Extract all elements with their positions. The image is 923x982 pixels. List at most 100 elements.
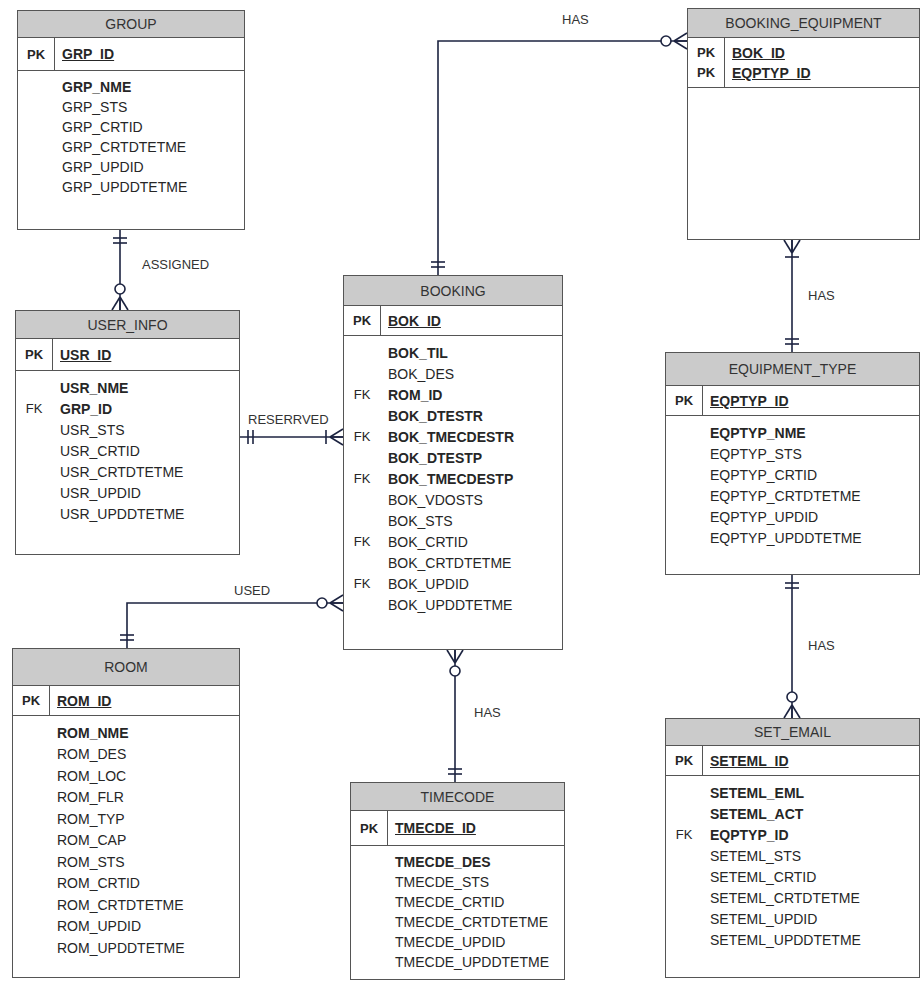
attribute-field: TMECDE_UPDDTETME — [387, 954, 549, 970]
attribute-field: USR_NME — [52, 380, 128, 396]
attribute-field: BOK_DES — [380, 366, 454, 382]
attribute-section: EQPTYP_NME EQPTYP_STS EQPTYP_CRTIDEQPTYP_C… — [666, 416, 919, 574]
attribute-field: ROM_CRTID — [49, 875, 140, 891]
column-divider — [380, 306, 381, 335]
attribute-row: EQPTYP_CRTID — [666, 464, 919, 485]
attribute-row: EQPTYP_UPDDTETME — [666, 527, 919, 548]
attribute-row: BOK_VDOSTS — [344, 489, 562, 510]
primary-key-field: TMECDE_ID — [387, 820, 476, 836]
primary-key-field: GRP_ID — [54, 46, 114, 62]
cardinality-mark — [120, 297, 128, 310]
primary-key-section: PKBOK_ID — [344, 306, 562, 336]
attribute-row: GRP_CRTDTETME — [18, 137, 244, 157]
column-divider — [54, 38, 55, 70]
primary-key-section: PKGRP_ID — [18, 38, 244, 71]
attribute-section: SETEML_EMLSETEML_ACTFKEQPTYP_IDSETEML_ST… — [666, 776, 919, 977]
attribute-row: USR_CRTID — [16, 440, 239, 461]
cardinality-mark — [120, 639, 134, 641]
cardinality-mark — [787, 692, 797, 702]
relationship-line — [119, 230, 121, 310]
relationship-connector — [784, 240, 800, 352]
cardinality-mark — [455, 650, 463, 663]
entity-name: BOOKING_EQUIPMENT — [688, 9, 919, 38]
attribute-row: FKBOK_TMECDESTP — [344, 468, 562, 489]
primary-key-section: PKEQPTYP_ID — [666, 386, 919, 416]
column-divider — [702, 386, 703, 415]
key-marker: PK — [688, 65, 724, 80]
relationship-label: USED — [232, 583, 272, 598]
attribute-row: ROM_LOC — [13, 765, 239, 787]
attribute-field: ROM_FLR — [49, 789, 124, 805]
attribute-row: FKEQPTYP_ID — [666, 824, 919, 845]
relationship-connector — [112, 230, 128, 310]
relationship-label: RESERRVED — [246, 412, 331, 427]
attribute-section: USR_NMEFKGRP_IDUSR_STSUSR_CRTIDUSR_CRTDT… — [16, 371, 239, 554]
attribute-row: EQPTYP_CRTDTETME — [666, 485, 919, 506]
cardinality-mark — [330, 603, 343, 611]
entity-name: BOOKING — [344, 276, 562, 306]
attribute-field: ROM_STS — [49, 854, 125, 870]
attribute-section: GRP_NMEGRP_STSGRP_CRTIDGRP_CRTDTETMEGRP_… — [18, 71, 244, 229]
cardinality-mark — [792, 705, 800, 718]
attribute-field: BOK_DTESTR — [380, 408, 483, 424]
relationship-label: HAS — [806, 288, 837, 303]
attribute-row: BOK_TIL — [344, 342, 562, 363]
key-marker: PK — [18, 47, 54, 62]
attribute-field: TMECDE_CRTID — [387, 894, 504, 910]
column-divider — [52, 339, 53, 370]
column-divider — [702, 746, 703, 775]
attribute-field: EQPTYP_NME — [702, 425, 806, 441]
attribute-field: EQPTYP_UPDID — [702, 509, 818, 525]
attribute-field: GRP_CRTDTETME — [54, 139, 186, 155]
relationship-line — [240, 436, 343, 438]
cardinality-mark — [113, 237, 127, 239]
attribute-row: GRP_CRTID — [18, 117, 244, 137]
attribute-section: BOK_TIL BOK_DESFKROM_ID BOK_DTESTR FKBOK_TM… — [344, 336, 562, 649]
cardinality-mark — [330, 602, 343, 604]
attribute-row: TMECDE_UPDID — [351, 932, 564, 952]
key-marker: PK — [666, 753, 702, 768]
cardinality-mark — [674, 41, 687, 49]
attribute-field: USR_CRTDTETME — [52, 464, 183, 480]
attribute-row: TMECDE_CRTID — [351, 892, 564, 912]
key-marker: FK — [16, 401, 52, 416]
cardinality-mark — [674, 40, 687, 42]
cardinality-mark — [785, 343, 799, 345]
key-row: PKBOK_ID — [344, 311, 562, 331]
attribute-field: USR_CRTID — [52, 443, 140, 459]
cardinality-mark — [784, 705, 792, 718]
entity-table: EQUIPMENT_TYPEPKEQPTYP_IDEQPTYP_NMEEQPTY… — [665, 352, 920, 575]
entity-table: USER_INFOPKUSR_IDUSR_NMEFKGRP_IDUSR_STSU… — [15, 310, 240, 555]
attribute-field: EQPTYP_STS — [702, 446, 802, 462]
attribute-field: EQPTYP_UPDDTETME — [702, 530, 862, 546]
cardinality-mark — [792, 240, 800, 253]
relationship-label: HAS — [472, 705, 503, 720]
key-marker: PK — [16, 347, 52, 362]
attribute-row: GRP_UPDDTETME — [18, 177, 244, 197]
attribute-field: BOK_DTESTP — [380, 450, 482, 466]
attribute-row: FKBOK_TMECDESTR — [344, 426, 562, 447]
cardinality-mark — [431, 261, 445, 263]
primary-key-section: PKBOK_IDPKEQPTYP_ID — [688, 38, 919, 88]
attribute-field: SETEML_STS — [702, 848, 801, 864]
attribute-field: TMECDE_UPDID — [387, 934, 505, 950]
attribute-row: EQPTYP_UPDID — [666, 506, 919, 527]
relationship-label: ASSIGNED — [140, 257, 211, 272]
attribute-row: ROM_CAP — [13, 830, 239, 852]
entity-name: ROOM — [13, 649, 239, 686]
attribute-field: ROM_ID — [380, 387, 442, 403]
attribute-row: FKBOK_CRTID — [344, 531, 562, 552]
attribute-field: BOK_CRTDTETME — [380, 555, 511, 571]
attribute-row: SETEML_CRTID — [666, 866, 919, 887]
attribute-field: BOK_TMECDESTR — [380, 429, 514, 445]
cardinality-mark — [674, 33, 687, 41]
relationship-connector — [431, 33, 687, 275]
cardinality-mark — [247, 430, 249, 444]
key-marker: FK — [344, 387, 380, 402]
primary-key-field: BOK_ID — [380, 313, 441, 329]
attribute-section: ROM_NMEROM_DESROM_LOCROM_FLRROM_TYPROM_C… — [13, 716, 239, 977]
attribute-field: BOK_VDOSTS — [380, 492, 483, 508]
attribute-row: USR_UPDDTETME — [16, 503, 239, 524]
cardinality-mark — [119, 297, 121, 310]
attribute-field: ROM_UPDDTETME — [49, 940, 185, 956]
